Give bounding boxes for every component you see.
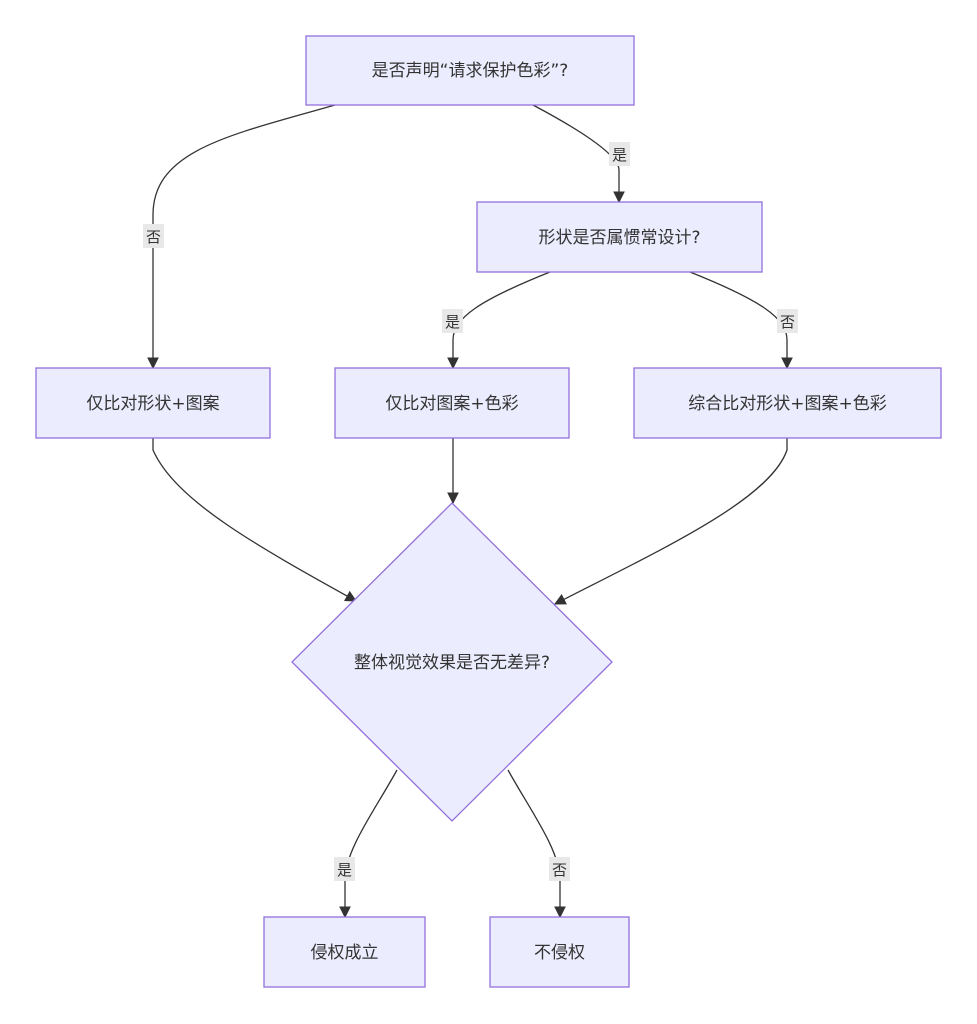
node-label: 形状是否属惯常设计? xyxy=(538,228,700,248)
edge-shape-pattern-to-visual xyxy=(152,438,358,602)
edge-label-text: 是 xyxy=(337,861,352,879)
node-compare-shape-pattern: 仅比对形状+图案 xyxy=(35,367,271,439)
node-declare-color: 是否声明“请求保护色彩”? xyxy=(305,35,635,106)
edge-label-declare-no: 否 xyxy=(143,224,164,248)
node-not-infringe: 不侵权 xyxy=(489,916,630,988)
node-visual-same: 整体视觉效果是否无差异? xyxy=(291,502,613,822)
edge-label-text: 否 xyxy=(146,228,161,246)
edge-label-shape-no: 否 xyxy=(777,309,798,333)
node-compare-pattern-color: 仅比对图案+色彩 xyxy=(334,367,570,439)
edge-shape-yes xyxy=(447,271,551,370)
node-shape-common: 形状是否属惯常设计? xyxy=(476,201,763,273)
edge-visual-yes xyxy=(339,769,398,919)
edge-visual-no xyxy=(507,769,566,919)
edge-label-visual-no: 否 xyxy=(549,857,570,881)
node-label: 仅比对图案+色彩 xyxy=(385,394,518,414)
edge-label-visual-yes: 是 xyxy=(334,857,355,881)
node-compare-all: 综合比对形状+图案+色彩 xyxy=(633,367,942,439)
edge-shape-no xyxy=(689,271,793,370)
node-label: 不侵权 xyxy=(534,943,585,963)
edge-label-declare-yes: 是 xyxy=(609,142,630,166)
node-label: 整体视觉效果是否无差异? xyxy=(354,653,550,673)
node-label: 综合比对形状+图案+色彩 xyxy=(688,394,887,414)
edge-label-text: 否 xyxy=(552,861,567,879)
node-label: 是否声明“请求保护色彩”? xyxy=(372,61,569,81)
node-label: 仅比对形状+图案 xyxy=(86,394,219,414)
edge-label-text: 否 xyxy=(780,313,795,331)
node-label: 侵权成立 xyxy=(311,943,379,963)
edge-label-text: 是 xyxy=(612,146,627,164)
edge-declare-yes xyxy=(532,104,625,204)
node-infringe: 侵权成立 xyxy=(263,916,426,988)
edge-declare-no xyxy=(147,104,336,370)
edge-label-text: 是 xyxy=(445,313,460,331)
edge-label-shape-yes: 是 xyxy=(442,309,463,333)
edge-all-to-visual xyxy=(553,438,788,605)
